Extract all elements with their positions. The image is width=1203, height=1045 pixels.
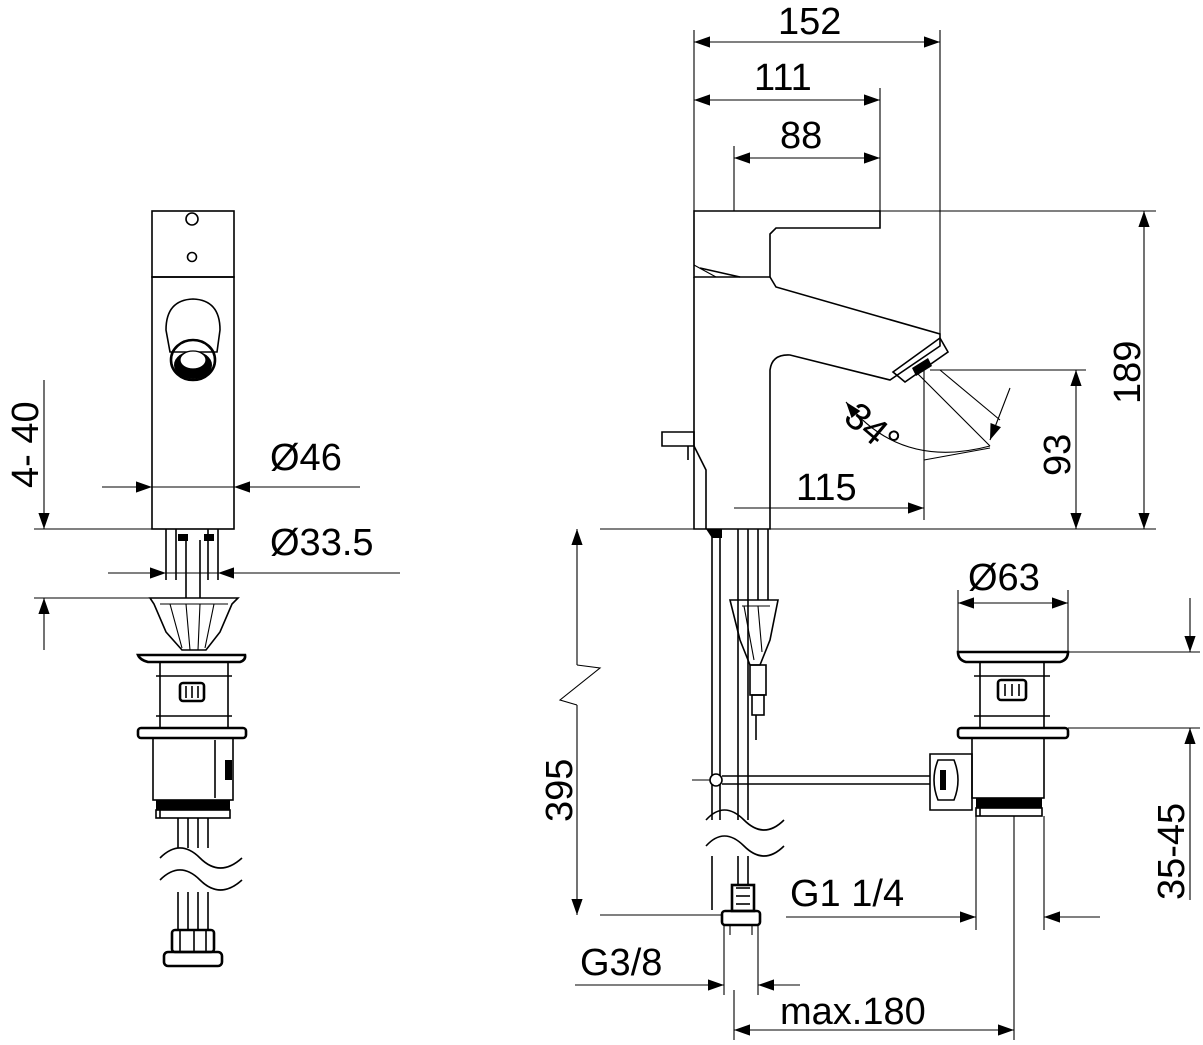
dim-diameter-46: Ø46 — [270, 437, 342, 479]
front-view: Ø46 Ø33.5 4- 40 — [5, 210, 400, 968]
front-handle-cap — [151, 210, 235, 278]
side-view: 152 111 88 189 93 115 34° 395 — [539, 1, 1200, 1040]
dim-height-93: 93 — [1037, 434, 1079, 476]
dim-thread-g3-8: G3/8 — [580, 942, 662, 984]
dim-reach-115: 115 — [796, 467, 857, 509]
dim-width-111: 111 — [754, 57, 812, 99]
dim-diameter-33-5: Ø33.5 — [270, 522, 374, 564]
side-body — [693, 276, 941, 530]
dim-width-152: 152 — [778, 1, 841, 43]
front-hoses — [165, 529, 219, 598]
dim-range-4-40: 4- 40 — [5, 401, 47, 488]
dim-width-88: 88 — [780, 115, 822, 157]
dim-max-180: max.180 — [780, 991, 926, 1033]
dim-range-35-45: 35-45 — [1151, 803, 1193, 900]
dim-length-395: 395 — [539, 759, 581, 822]
dim-diameter-63: Ø63 — [968, 557, 1040, 599]
side-handle — [693, 210, 881, 278]
dim-thread-g1-1-4: G1 1/4 — [790, 873, 904, 915]
dim-angle-34: 34° — [836, 395, 907, 464]
front-body — [151, 276, 235, 530]
dim-height-189: 189 — [1107, 341, 1149, 404]
